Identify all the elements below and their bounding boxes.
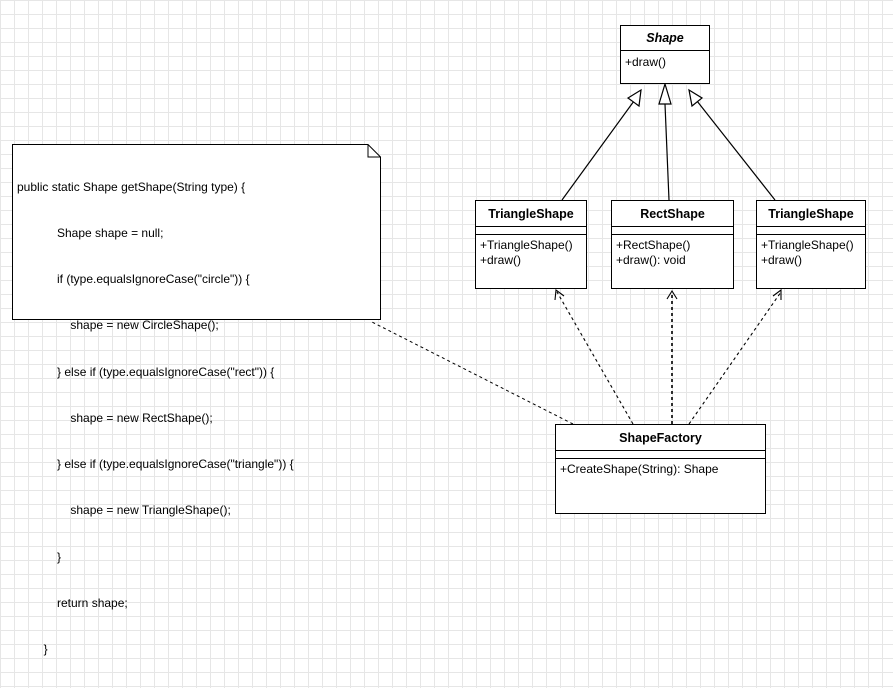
- code-line: shape = new CircleShape();: [17, 318, 219, 333]
- connector-layer: [369, 81, 782, 425]
- class-operations: +CreateShape(String): Shape: [556, 459, 765, 480]
- class-name: Shape: [621, 26, 709, 51]
- note-code: public static Shape getShape(String type…: [17, 149, 294, 688]
- operation: +draw(): [625, 55, 667, 69]
- generalization-triangle-right[interactable]: [688, 88, 776, 201]
- class-attributes: [476, 227, 586, 235]
- class-name: ShapeFactory: [556, 425, 765, 451]
- generalization-rect[interactable]: [658, 81, 672, 201]
- class-name: TriangleShape: [757, 201, 865, 227]
- note-link[interactable]: [369, 320, 574, 425]
- class-rect-shape[interactable]: RectShape +RectShape() +draw(): void: [611, 200, 734, 289]
- operation: +TriangleShape(): [480, 238, 573, 252]
- code-line: public static Shape getShape(String type…: [17, 179, 246, 194]
- class-triangle-shape-right[interactable]: TriangleShape +TriangleShape() +draw(): [756, 200, 866, 289]
- class-name: RectShape: [612, 201, 733, 227]
- operation: +draw(): void: [616, 253, 686, 267]
- dependency-factory-triangle-left[interactable]: [554, 288, 634, 425]
- code-note[interactable]: public static Shape getShape(String type…: [12, 144, 381, 656]
- code-line: shape = new TriangleShape();: [17, 503, 231, 518]
- code-line: return shape;: [17, 595, 128, 610]
- dependency-factory-rect[interactable]: [666, 289, 678, 424]
- operation: +RectShape(): [616, 238, 691, 252]
- operation: +CreateShape(String): Shape: [560, 462, 719, 476]
- class-triangle-shape-left[interactable]: TriangleShape +TriangleShape() +draw(): [475, 200, 587, 289]
- class-attributes: [556, 451, 765, 459]
- code-line: }: [17, 642, 48, 656]
- class-operations: +draw(): [621, 51, 709, 74]
- note-shape: [12, 144, 381, 320]
- code-line: } else if (type.equalsIgnoreCase("triang…: [17, 457, 294, 472]
- dependency-factory-triangle-right[interactable]: [688, 288, 782, 425]
- class-name: TriangleShape: [476, 201, 586, 227]
- class-attributes: [757, 227, 865, 235]
- code-line: Shape shape = null;: [17, 226, 164, 241]
- class-shape-factory[interactable]: ShapeFactory +CreateShape(String): Shape: [555, 424, 766, 514]
- class-attributes: [612, 227, 733, 235]
- generalization-triangle-left[interactable]: [561, 88, 642, 201]
- class-operations: +TriangleShape() +draw(): [476, 235, 586, 271]
- code-line: shape = new RectShape();: [17, 410, 213, 425]
- operation: +draw(): [761, 253, 803, 267]
- class-shape[interactable]: Shape +draw(): [620, 25, 710, 84]
- class-operations: +TriangleShape() +draw(): [757, 235, 865, 271]
- code-line: } else if (type.equalsIgnoreCase("rect")…: [17, 364, 275, 379]
- code-line: if (type.equalsIgnoreCase("circle")) {: [17, 272, 250, 287]
- operation: +TriangleShape(): [761, 238, 854, 252]
- class-operations: +RectShape() +draw(): void: [612, 235, 733, 271]
- code-line: }: [17, 549, 62, 564]
- operation: +draw(): [480, 253, 522, 267]
